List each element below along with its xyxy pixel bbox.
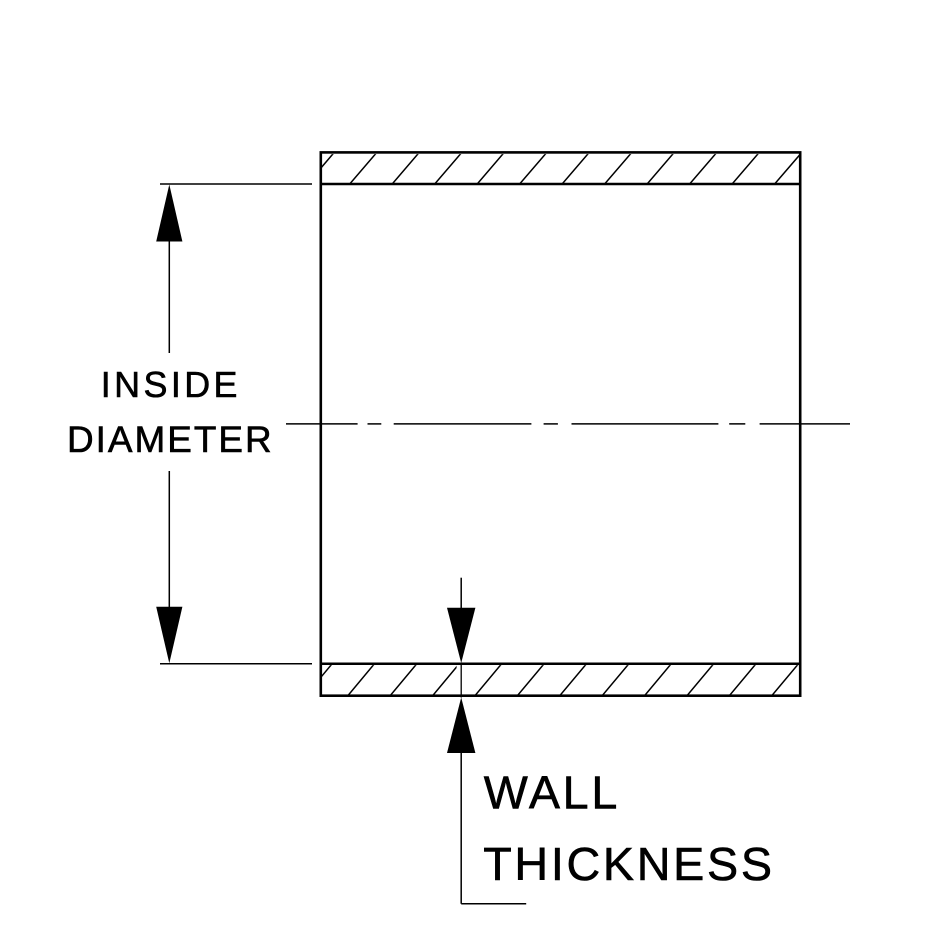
svg-text:INSIDE: INSIDE bbox=[101, 365, 241, 405]
svg-text:WALL: WALL bbox=[484, 767, 620, 819]
svg-text:THICKNESS: THICKNESS bbox=[483, 838, 775, 890]
svg-text:DIAMETER: DIAMETER bbox=[67, 419, 274, 460]
